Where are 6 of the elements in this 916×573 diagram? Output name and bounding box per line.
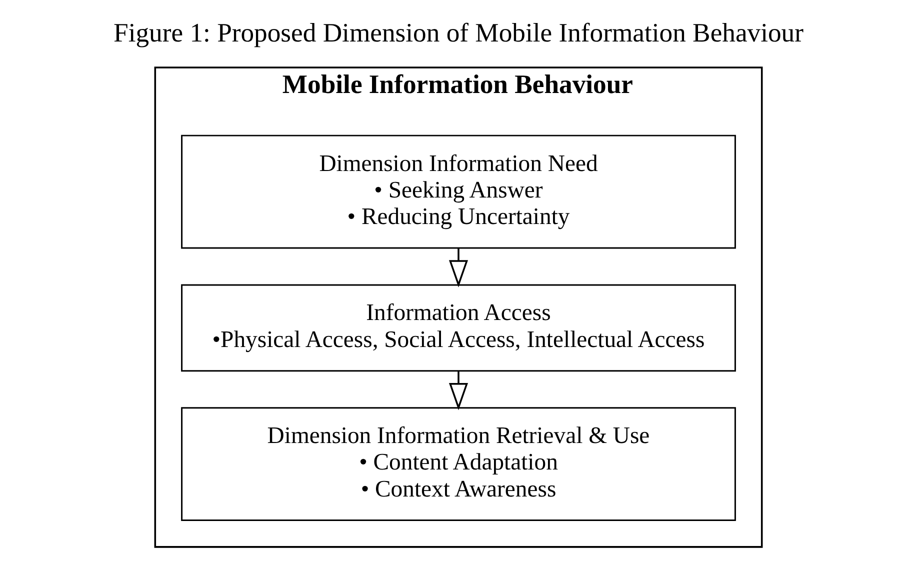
arrow — [448, 372, 468, 410]
node-box: Dimension Information Retrieval & Use • Content Adaptation • Context Awareness — [180, 407, 736, 522]
node-box: Information Access •Physical Access, Social Access, Intellectual Access — [180, 284, 736, 372]
node-box: Dimension Information Need • Seeking Answer • Reducing Uncertainty — [180, 134, 736, 249]
arrow — [448, 248, 468, 288]
diagram-title: Figure 1: Proposed Dimension of Mobile Information Behaviour — [113, 17, 803, 48]
